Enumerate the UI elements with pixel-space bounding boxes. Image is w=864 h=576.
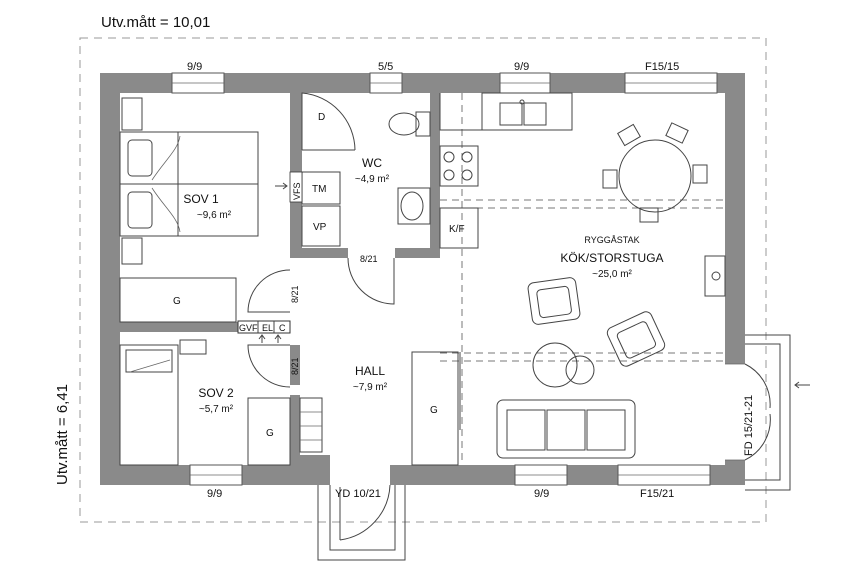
vfs-label: VFS [292,182,302,200]
armchair [606,311,666,367]
kitchen-room-name: KÖK/STORSTUGA [560,251,663,265]
shoe-rack [299,397,323,453]
arrow-left-icon [794,381,810,389]
sov1-room-name: SOV 1 [183,192,219,206]
roof-note: RYGGÅSTAK [584,235,639,245]
nightstand [179,339,207,355]
roof-dashed-lines [440,93,725,465]
kitchen-room-area: ~25,0 m² [592,269,632,280]
heat-pump [301,205,341,247]
toilet [388,111,431,137]
height-dimension-label: Utv.mått = 6,41 [54,384,71,485]
window-label-bottom-sov2: 9/9 [207,488,222,500]
interior-walls [120,93,440,465]
sov1-door-label: 8/21 [290,285,300,303]
terrace-door [744,334,810,491]
armchair [527,277,581,325]
sofa [496,399,636,459]
nightstand [121,97,143,131]
wardrobe [119,277,237,323]
window-label-bottom-door: F15/21 [640,488,674,500]
window-label-top-door: F15/15 [645,61,679,73]
wc-room-area: ~4,9 m² [355,174,390,185]
sov1-door-swing [247,269,291,313]
arrow-right-icon [275,182,288,190]
window-label-top-kitchen: 9/9 [514,61,529,73]
kitchen-counter [439,92,573,249]
exterior-walls [100,73,745,485]
hall-room-name: HALL [355,364,385,378]
c-label: C [279,323,286,333]
fireplace [704,255,726,297]
window-openings [171,72,745,486]
sov2-door-label: 8/21 [290,357,300,375]
el-label: EL [262,323,273,333]
arrow-up-icon [258,334,266,343]
wardrobe [247,397,291,466]
hall-wardrobe-label: G [430,405,438,416]
closet-d-label: D [318,112,325,123]
vfs-box [289,171,303,203]
hall-room-area: ~7,9 m² [353,382,388,393]
right-door-label: FD 15/21-21 [743,395,755,456]
utility-strip: GVF EL C [237,320,291,343]
sov2-room-area: ~5,7 m² [199,404,234,415]
tm-label: TM [312,184,326,195]
window-label-top-sov1: 9/9 [187,61,202,73]
arrow-up-icon [274,334,282,343]
window-label-bottom-living: 9/9 [534,488,549,500]
wc-sink [397,187,431,225]
double-bed [119,131,259,237]
window-label-top-wc: 5/5 [378,61,393,73]
entry-step [317,484,406,561]
outer-dimension-boundary [79,37,767,523]
window-label-entry: YD 10/21 [335,488,381,500]
sov2-wardrobe-label: G [266,428,274,439]
width-dimension-label: Utv.mått = 10,01 [101,14,210,31]
dining-table [602,122,708,223]
single-bed [119,344,179,466]
vp-label: VP [313,222,327,233]
wc-door-swing [347,257,395,305]
wc-door-label: 8/21 [360,254,378,264]
sov2-door-swing [247,344,291,388]
coffee-tables [532,342,595,388]
wc-closet-door [301,92,356,151]
wc-room-name: WC [362,156,382,170]
gvf-label: GVF [239,323,258,333]
sov2-room-name: SOV 2 [198,386,234,400]
nightstand [121,237,143,265]
wardrobe-label: G [173,296,181,307]
hall-wardrobe [411,351,459,466]
sov1-room-area: ~9,6 m² [197,210,232,221]
fridge-label: K/F [449,224,465,235]
